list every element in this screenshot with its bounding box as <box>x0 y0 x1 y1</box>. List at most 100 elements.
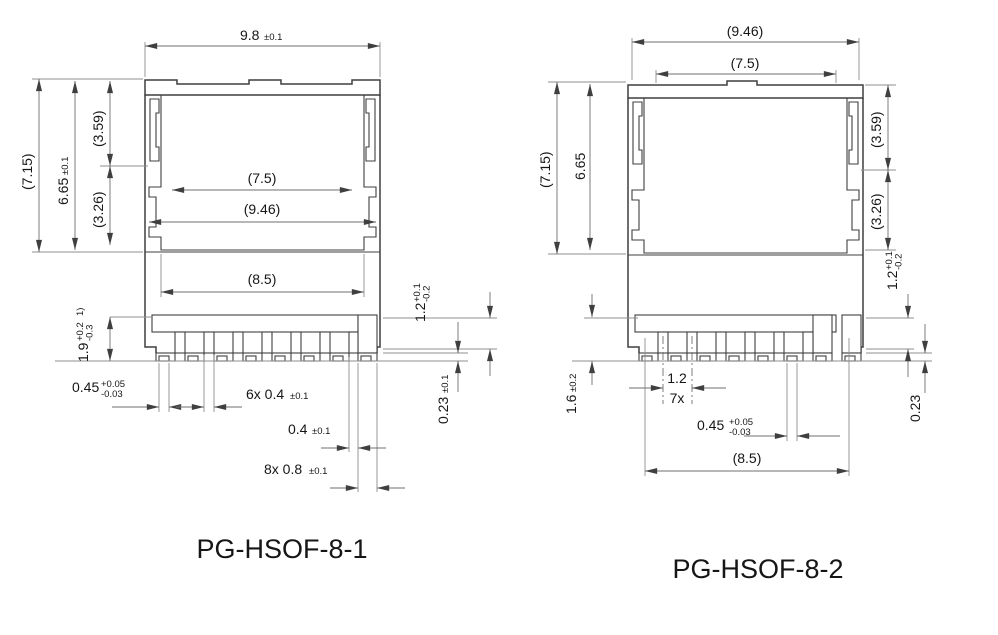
dim-pkg1-standoff: 1.2 +0.1 -0.2 <box>412 283 494 376</box>
dim-tol-plus: +0.1 <box>412 283 423 302</box>
pkg2-wide-lead-7 <box>812 314 833 354</box>
dim-tol: ±0.1 <box>309 466 327 477</box>
dim-pkg2-lead-length: 1.6 ±0.2 <box>563 294 596 414</box>
dim-pkg1-upper-height: (3.59) <box>90 81 114 166</box>
dim-pkg1-lead-length: 1.9 +0.2 -0.3 1) <box>75 308 114 362</box>
dim-footnote: 1) <box>75 308 86 316</box>
dim-tol-minus: -0.2 <box>422 286 433 302</box>
dim-tol-plus: +0.2 <box>75 322 86 341</box>
dim-label: (3.59) <box>90 110 106 147</box>
pkg2-clip-left <box>632 101 643 165</box>
dim-tol: ±0.2 <box>568 374 579 392</box>
dim-label: 6.65 <box>55 178 71 205</box>
dim-pkg1-lead-width-8x: 8x 0.8 ±0.1 <box>264 461 405 492</box>
pkg2-body-inner-contour <box>631 98 860 254</box>
dim-pkg1-inner-width: (7.5) <box>172 170 352 194</box>
dim-label: 1.2 <box>412 302 428 322</box>
dim-label: (7.5) <box>248 170 277 186</box>
dim-label: 0.23 <box>435 397 451 424</box>
dim-label: (7.15) <box>537 151 553 188</box>
dim-label: (3.59) <box>868 111 884 148</box>
dim-tol-plus: +0.05 <box>101 379 125 390</box>
dim-tol-plus: +0.1 <box>884 251 895 270</box>
dim-pkg2-lower-height: (3.26) <box>868 170 892 250</box>
package-left-dimensions: 9.8 ±0.1 (7.15) 6.65 ±0.1 (3.59) (3.2 <box>19 27 497 492</box>
pkg2-lead-bar <box>634 314 837 333</box>
dim-pkg1-body-width: (8.5) <box>161 271 364 296</box>
dim-label: (9.46) <box>727 23 764 39</box>
dim-pkg2-upper-height: (3.59) <box>868 85 892 170</box>
dim-label: (8.5) <box>733 450 762 466</box>
pkg1-title: PG-HSOF-8-1 <box>196 534 367 564</box>
dim-label: 1.2 <box>667 370 687 386</box>
dim-tol: ±0.1 <box>440 375 451 393</box>
pkg2-lead-stems <box>657 331 814 354</box>
dim-pkg2-clip-width: (9.46) <box>632 23 859 46</box>
dim-tol-minus: -0.03 <box>101 389 123 400</box>
dim-label: 6.65 <box>572 153 588 180</box>
dim-tol: ±0.1 <box>60 157 71 175</box>
pkg2-wide-lead-8 <box>841 314 862 354</box>
dim-label: (8.5) <box>248 271 277 287</box>
dim-pkg1-lead-width-6x: 6x 0.4 ±0.1 <box>176 386 308 411</box>
dim-tol: ±0.1 <box>290 391 308 402</box>
dim-label: 1.2 <box>884 270 900 290</box>
dim-label: (9.46) <box>244 201 281 217</box>
pkg1-wide-lead <box>357 314 378 354</box>
pkg2-extension-lines <box>548 38 932 476</box>
dim-pkg2-foot-width: 0.45 +0.05 -0.03 <box>697 417 840 440</box>
pkg2-flange-left <box>627 98 640 353</box>
dim-pkg1-total-height: (7.15) <box>19 79 43 252</box>
dim-pkg2-pitch: 1.2 7x <box>629 370 726 406</box>
package-right-outline <box>572 80 932 362</box>
dim-label: 9.8 <box>240 27 260 43</box>
dim-pkg2-body-height: 6.65 <box>572 84 594 250</box>
pkg1-tab <box>144 79 381 96</box>
pkg1-extension-lines <box>32 42 497 492</box>
pkg1-flange-right <box>376 95 381 353</box>
pkg1-body-inner-contour <box>148 95 377 251</box>
dim-label: 0.45 <box>72 379 99 395</box>
dim-label: 1.6 <box>563 394 579 414</box>
dim-label: (7.15) <box>19 153 35 190</box>
pkg2-tab <box>627 80 864 99</box>
dim-pkg1-top-width: 9.8 ±0.1 <box>145 27 380 50</box>
package-right-dimensions: (9.46) (7.5) (7.15) 6.65 (3.59) <box>537 23 932 476</box>
dim-tol-plus: +0.05 <box>729 417 753 428</box>
dim-pkg1-foot-width: 0.45 +0.05 -0.03 <box>72 379 203 411</box>
dim-label: (3.26) <box>868 193 884 230</box>
package-left-outline <box>55 79 468 362</box>
dim-pkg1-clip-width: (9.46) <box>149 201 376 226</box>
dim-pkg2-body-width: (8.5) <box>645 450 849 475</box>
pkg1-flange-left <box>144 95 157 353</box>
pkg1-lead-feet <box>155 352 378 362</box>
dim-tol-minus: -0.2 <box>894 254 905 270</box>
dim-label: 0.45 <box>697 417 724 433</box>
pkg1-lead-bar <box>151 314 359 333</box>
pkg2-centerlines <box>662 336 693 404</box>
dim-label: 0.23 <box>907 395 923 422</box>
dim-label: 0.4 <box>288 421 308 437</box>
pkg2-clip-right <box>848 101 859 165</box>
pkg2-lead-feet <box>638 352 862 362</box>
dim-tol: ±0.1 <box>264 32 282 43</box>
dim-pkg2-standoff: 1.2 +0.1 -0.2 <box>884 251 912 377</box>
dim-label: (3.26) <box>90 191 106 228</box>
dim-pkg2-inner-width: (7.5) <box>656 55 836 78</box>
pkg1-clip-left <box>149 98 160 162</box>
dim-tol: ±0.1 <box>312 426 330 437</box>
dim-label: (7.5) <box>731 55 760 71</box>
dim-pkg1-body-height: 6.65 ±0.1 <box>55 81 79 250</box>
pkg1-clip-right <box>365 98 376 162</box>
dim-label: 8x 0.8 <box>264 461 302 477</box>
dim-pkg1-end-lead-width: 0.4 ±0.1 <box>288 421 386 452</box>
dim-count: 7x <box>670 390 685 406</box>
dim-tol-minus: -0.3 <box>85 325 96 341</box>
dim-pkg1-foot-thickness: 0.23 ±0.1 <box>435 322 462 424</box>
dim-pkg1-lower-height: (3.26) <box>90 166 114 245</box>
dim-label: 6x 0.4 <box>246 386 284 402</box>
dim-pkg2-total-height: (7.15) <box>537 82 561 254</box>
pkg1-lead-stems <box>174 331 359 354</box>
